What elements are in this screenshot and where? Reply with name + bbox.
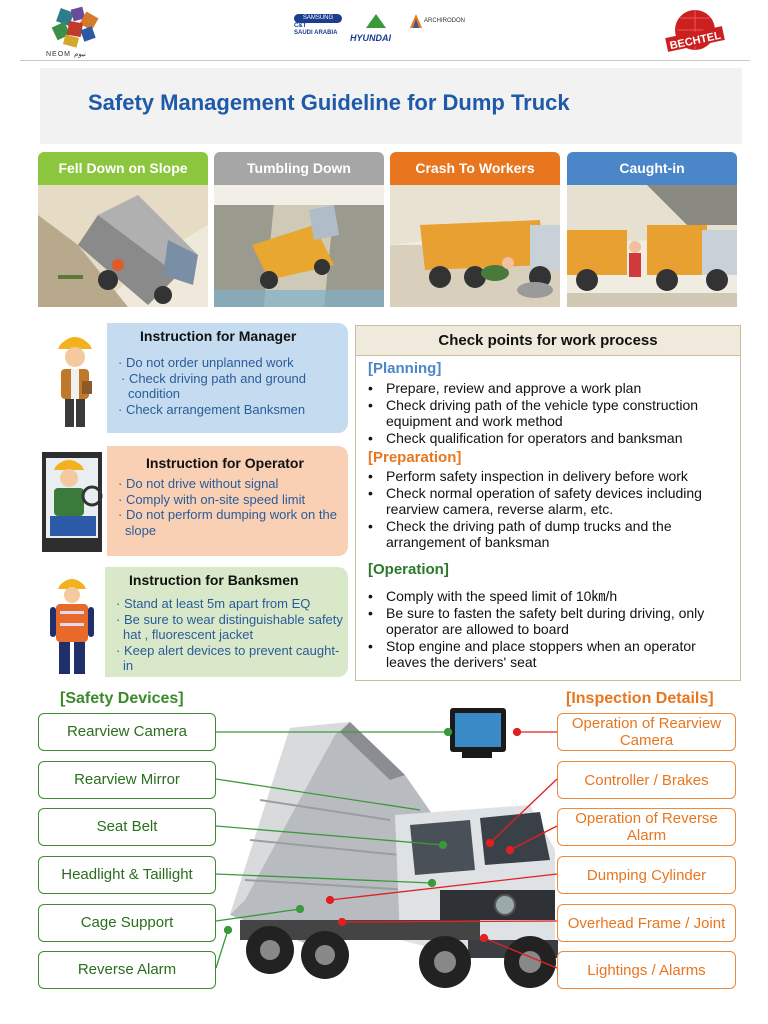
safety-device-cage-support: Cage Support — [38, 904, 216, 942]
operation-heading: [Operation] — [368, 561, 449, 578]
neom-text: NEOM نيوم — [46, 51, 86, 58]
inspection-details-heading: [Inspection Details] — [566, 690, 714, 707]
accident-fell-down-on-slope: Fell Down on Slope — [38, 152, 208, 307]
hyundai-logo: HYUNDAI — [350, 14, 402, 43]
preparation-list: Perform safety inspection in delivery be… — [366, 468, 740, 551]
operator-list: · Do not drive without signal · Comply w… — [118, 476, 346, 538]
list-item: · Check arrangement Banksmen — [118, 401, 306, 417]
checkpoints-title: Check points for work process — [356, 326, 740, 356]
list-item: Check driving path of the vehicle type c… — [366, 397, 740, 430]
operator-figure-icon — [42, 452, 103, 552]
fell-down-illustration — [38, 185, 208, 307]
list-item: Check normal operation of safety devices… — [366, 485, 740, 518]
manager-instruction-box: Instruction for Manager · Do not order u… — [40, 323, 348, 433]
list-item: · Comply with on-site speed limit — [118, 491, 306, 507]
inspection-lightings-alarms: Lightings / Alarms — [557, 951, 736, 989]
checkpoints-panel: Check points for work process [Planning]… — [355, 325, 741, 681]
list-item: · Stand at least 5m apart from EQ — [116, 596, 311, 611]
safety-devices-heading: [Safety Devices] — [60, 690, 184, 707]
dump-truck-illustration — [230, 708, 558, 988]
accident-label: Fell Down on Slope — [38, 152, 208, 185]
banksmen-list: · Stand at least 5m apart from EQ · Be s… — [116, 596, 344, 674]
list-item: Comply with the speed limit of 10㎞/h — [366, 588, 740, 605]
list-item: · Do not drive without signal — [118, 476, 279, 491]
header-divider — [20, 60, 750, 61]
accident-crash-to-workers: Crash To Workers — [390, 152, 560, 307]
list-item: Stop engine and place stoppers when an o… — [366, 638, 740, 671]
safety-device-rearview-mirror: Rearview Mirror — [38, 761, 216, 799]
list-item: Be sure to fasten the safety belt during… — [366, 605, 740, 638]
manager-list: · Do not order unplanned work · Check dr… — [118, 355, 346, 417]
accident-label: Crash To Workers — [390, 152, 560, 185]
crash-to-workers-illustration — [390, 185, 560, 307]
planning-heading: [Planning] — [368, 360, 442, 377]
safety-device-headlight-taillight: Headlight & Taillight — [38, 856, 216, 894]
list-item: · Do not order unplanned work — [118, 355, 294, 370]
list-item: · Be sure to wear distinguishable safety… — [116, 611, 343, 643]
list-item: Check the driving path of dump trucks an… — [366, 518, 740, 551]
banksman-figure-icon — [50, 579, 94, 674]
connector-lines — [215, 727, 558, 969]
accident-tumbling-down: Tumbling Down — [214, 152, 384, 307]
inspection-dumping-cylinder: Dumping Cylinder — [557, 856, 736, 894]
page-title: Safety Management Guideline for Dump Tru… — [88, 90, 570, 115]
operator-title: Instruction for Operator — [146, 455, 304, 471]
list-item: · Keep alert devices to prevent caught-i… — [116, 642, 340, 674]
operation-list: Comply with the speed limit of 10㎞/h Be … — [366, 588, 740, 671]
banksmen-title: Instruction for Banksmen — [129, 572, 299, 588]
neom-logo — [51, 6, 99, 48]
operator-instruction-box: Instruction for Operator · Do not drive … — [40, 446, 348, 556]
list-item: Check qualification for operators and ba… — [366, 430, 740, 447]
accident-caught-in: Caught-in — [567, 152, 737, 307]
inspection-rearview-camera: Operation of Rearview Camera — [557, 713, 736, 751]
accident-label: Tumbling Down — [214, 152, 384, 185]
planning-list: Prepare, review and approve a work plan … — [366, 380, 740, 446]
preparation-heading: [Preparation] — [368, 449, 462, 466]
inspection-controller-brakes: Controller / Brakes — [557, 761, 736, 799]
accident-label: Caught-in — [567, 152, 737, 185]
list-item: · Check driving path and ground conditio… — [121, 370, 307, 402]
manager-figure-icon — [58, 337, 92, 427]
archirodon-logo: ARCHIRODON — [410, 14, 465, 28]
tumbling-down-illustration — [214, 185, 384, 307]
inspection-overhead-frame-joint: Overhead Frame / Joint — [557, 904, 736, 942]
manager-title: Instruction for Manager — [140, 328, 297, 344]
safety-device-seat-belt: Seat Belt — [38, 808, 216, 846]
list-item: Perform safety inspection in delivery be… — [366, 468, 740, 485]
banksmen-instruction-box: Instruction for Banksmen · Stand at leas… — [38, 567, 348, 677]
safety-device-reverse-alarm: Reverse Alarm — [38, 951, 216, 989]
inspection-reverse-alarm: Operation of Reverse Alarm — [557, 808, 736, 846]
bechtel-logo: BECHTEL — [665, 10, 725, 52]
title-banner: Safety Management Guideline for Dump Tru… — [40, 68, 742, 144]
list-item: Prepare, review and approve a work plan — [366, 380, 740, 397]
list-item: · Do not perform dumping work on the slo… — [118, 507, 337, 538]
caught-in-illustration — [567, 185, 737, 307]
safety-device-rearview-camera: Rearview Camera — [38, 713, 216, 751]
